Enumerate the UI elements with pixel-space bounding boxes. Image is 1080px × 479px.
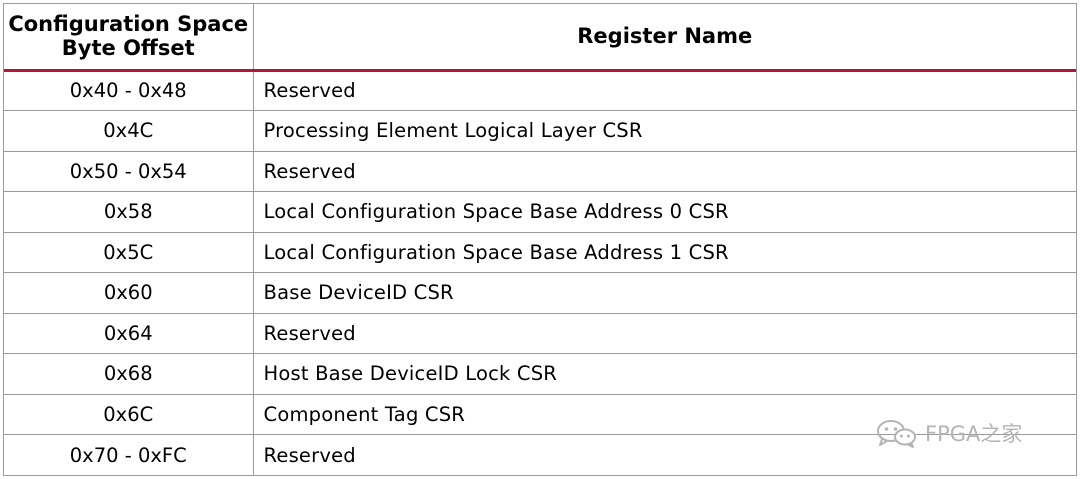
register-name-cell: Reserved (253, 313, 1076, 354)
register-name-cell: Local Configuration Space Base Address 1… (253, 232, 1076, 273)
register-name-cell: Processing Element Logical Layer CSR (253, 110, 1076, 152)
register-name-cell: Component Tag CSR (253, 394, 1076, 435)
register-name-cell: Reserved (253, 70, 1076, 111)
table-row: 0x60 Base DeviceID CSR (4, 272, 1076, 314)
register-name-cell: Reserved (263, 443, 356, 467)
table-row: 0x64 Reserved (4, 313, 1076, 354)
offset-cell: 0x4C (4, 110, 254, 152)
offset-cell: 0x60 (4, 272, 254, 314)
table-row: 0x68 Host Base DeviceID Lock CSR (4, 353, 1076, 395)
table-row: 0x70 - 0xFC Reserved (4, 434, 1076, 475)
header-offset: Configuration Space Byte Offset (4, 4, 254, 72)
register-name-cell: Local Configuration Space Base Address 0… (253, 191, 1076, 233)
offset-cell: 0x6C (4, 394, 254, 435)
table-row: 0x5C Local Configuration Space Base Addr… (4, 232, 1076, 273)
register-table: Configuration Space Byte Offset Register… (4, 4, 1076, 475)
header-row: Configuration Space Byte Offset Register… (4, 4, 1076, 72)
header-register-name: Register Name (253, 4, 1076, 72)
table-header: Configuration Space Byte Offset Register… (4, 4, 1076, 72)
offset-cell: 0x64 (4, 313, 254, 354)
table-row: 0x58 Local Configuration Space Base Addr… (4, 191, 1076, 233)
table-row: 0x6C Component Tag CSR (4, 394, 1076, 435)
register-name-cell: Host Base DeviceID Lock CSR (253, 353, 1076, 395)
offset-cell: 0x68 (4, 353, 254, 395)
header-offset-line2: Byte Offset (61, 36, 195, 61)
offset-cell: 0x58 (4, 191, 254, 233)
header-offset-line1: Configuration Space (8, 12, 249, 37)
offset-cell: 0x70 - 0xFC (4, 434, 254, 475)
table-row: 0x4C Processing Element Logical Layer CS… (4, 110, 1076, 152)
offset-cell: 0x5C (4, 232, 254, 273)
register-table-container: Configuration Space Byte Offset Register… (3, 3, 1077, 476)
table-body: 0x40 - 0x48 Reserved 0x4C Processing Ele… (4, 70, 1076, 475)
table-row: 0x50 - 0x54 Reserved (4, 151, 1076, 192)
register-name-cell: Base DeviceID CSR (253, 272, 1076, 314)
table-row: 0x40 - 0x48 Reserved (4, 70, 1076, 111)
offset-cell: 0x50 - 0x54 (4, 151, 254, 192)
offset-cell: 0x40 - 0x48 (4, 70, 254, 111)
register-name-cell: Reserved (253, 151, 1076, 192)
